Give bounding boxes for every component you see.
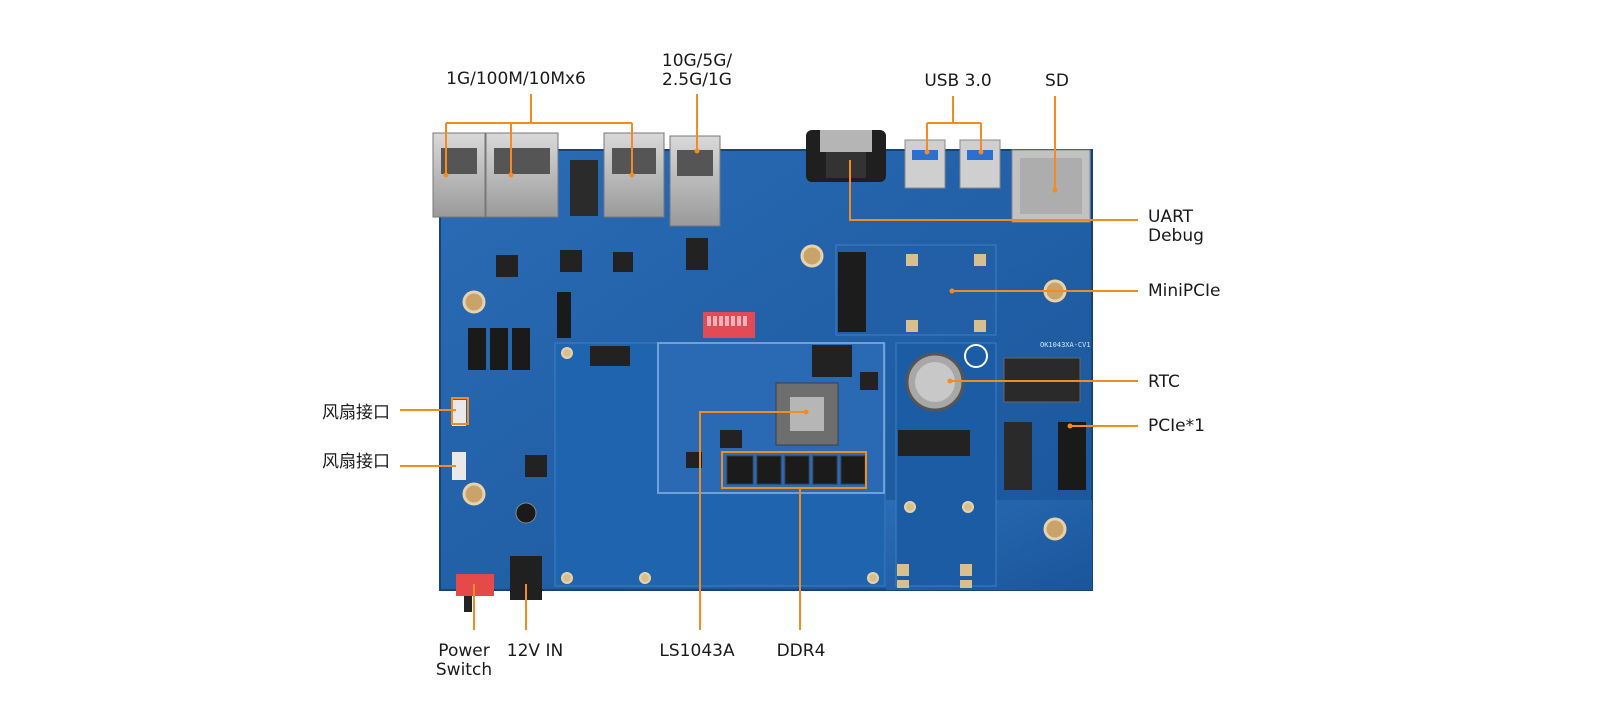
label-ethernet-1g: 1G/100M/10Mx6 — [446, 69, 586, 89]
label-uart-line2: Debug — [1148, 226, 1204, 246]
label-ethernet-10g-line2: 2.5G/1G — [662, 70, 732, 90]
callout-lines — [400, 94, 1138, 630]
fan-connector-1 — [452, 400, 466, 426]
fan-connector-2 — [452, 452, 466, 480]
misc-chips — [496, 238, 878, 477]
ddr4-chips — [726, 455, 866, 485]
label-uart-line1: UART — [1148, 207, 1194, 227]
label-pcie: PCIe*1 — [1148, 416, 1205, 436]
label-power-switch-line1: Power — [438, 641, 490, 661]
label-ethernet-10g-line1: 10G/5G/ — [661, 51, 733, 71]
m2-slot — [898, 430, 970, 456]
label-power-switch-line2: Switch — [435, 660, 493, 680]
label-uart-debug: UART Debug — [1148, 208, 1204, 246]
eth-header-block — [570, 160, 598, 216]
label-fan-2: 风扇接口 — [322, 452, 390, 472]
label-fan-1: 风扇接口 — [322, 403, 390, 423]
label-usb: USB 3.0 — [924, 71, 992, 91]
label-minipcie: MiniPCIe — [1148, 281, 1221, 301]
label-rtc: RTC — [1148, 372, 1180, 392]
mounting-holes — [462, 244, 1067, 541]
callout-dots — [443, 148, 1073, 429]
minipcie-slot — [838, 252, 866, 332]
label-ethernet-10g: 10G/5G/ 2.5G/1G — [662, 52, 732, 90]
db9-connector — [806, 130, 886, 182]
label-sd: SD — [1045, 71, 1069, 91]
label-power-switch: Power Switch — [436, 642, 492, 680]
mini-pads — [897, 254, 986, 588]
label-ddr4: DDR4 — [776, 641, 826, 661]
pb-free-mark — [964, 344, 988, 368]
board-silkscreen: OK1043XA-CV1 — [1040, 341, 1091, 349]
label-ls1043a: LS1043A — [659, 641, 735, 661]
label-12v-in: 12V IN — [506, 641, 564, 661]
pcie-slot — [1058, 422, 1086, 490]
pin-headers — [468, 292, 571, 370]
